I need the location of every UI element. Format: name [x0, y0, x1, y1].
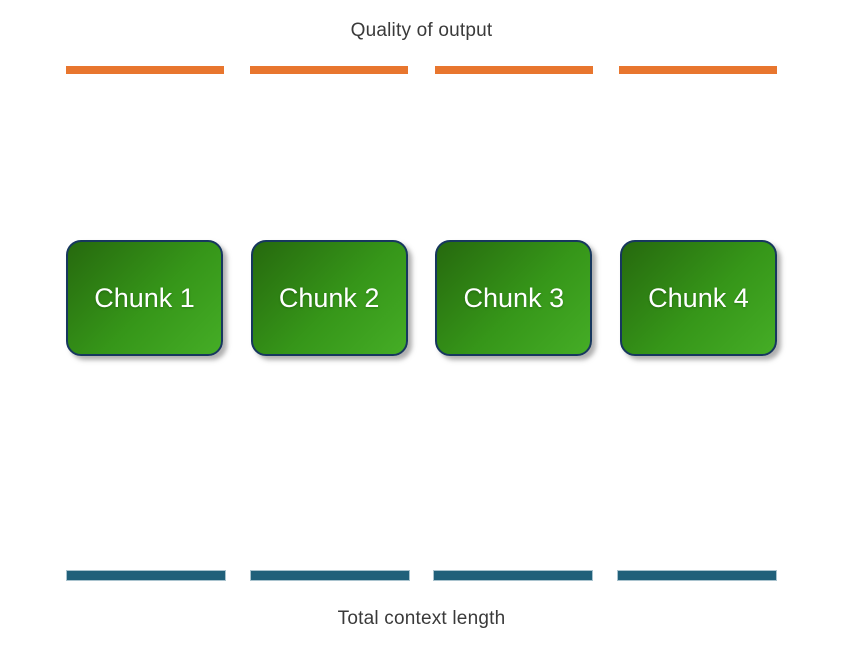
chunk-row: Chunk 1 Chunk 2 Chunk 3 Chunk 4	[66, 240, 777, 356]
quality-bar	[66, 66, 224, 74]
quality-bar	[250, 66, 409, 74]
quality-bar	[434, 66, 593, 74]
chunk-box-1: Chunk 1	[66, 240, 223, 356]
context-bar	[433, 570, 594, 581]
context-bar	[249, 570, 410, 581]
chunk-label: Chunk 2	[278, 282, 380, 313]
chunk-box-2: Chunk 2	[250, 240, 408, 356]
context-bar	[66, 570, 226, 581]
context-bar-row	[66, 570, 777, 581]
chunk-label: Chunk 1	[94, 282, 195, 313]
context-bar	[616, 570, 777, 581]
chunk-label: Chunk 3	[463, 282, 565, 313]
chunk-box-3: Chunk 3	[435, 240, 593, 356]
chunk-label: Chunk 4	[648, 282, 749, 313]
context-axis-label: Total context length	[337, 608, 506, 629]
quality-bar	[618, 66, 777, 74]
quality-axis-label: Quality of output	[350, 20, 493, 41]
chunk-box-4: Chunk 4	[619, 240, 777, 356]
quality-bar-row	[66, 66, 777, 74]
